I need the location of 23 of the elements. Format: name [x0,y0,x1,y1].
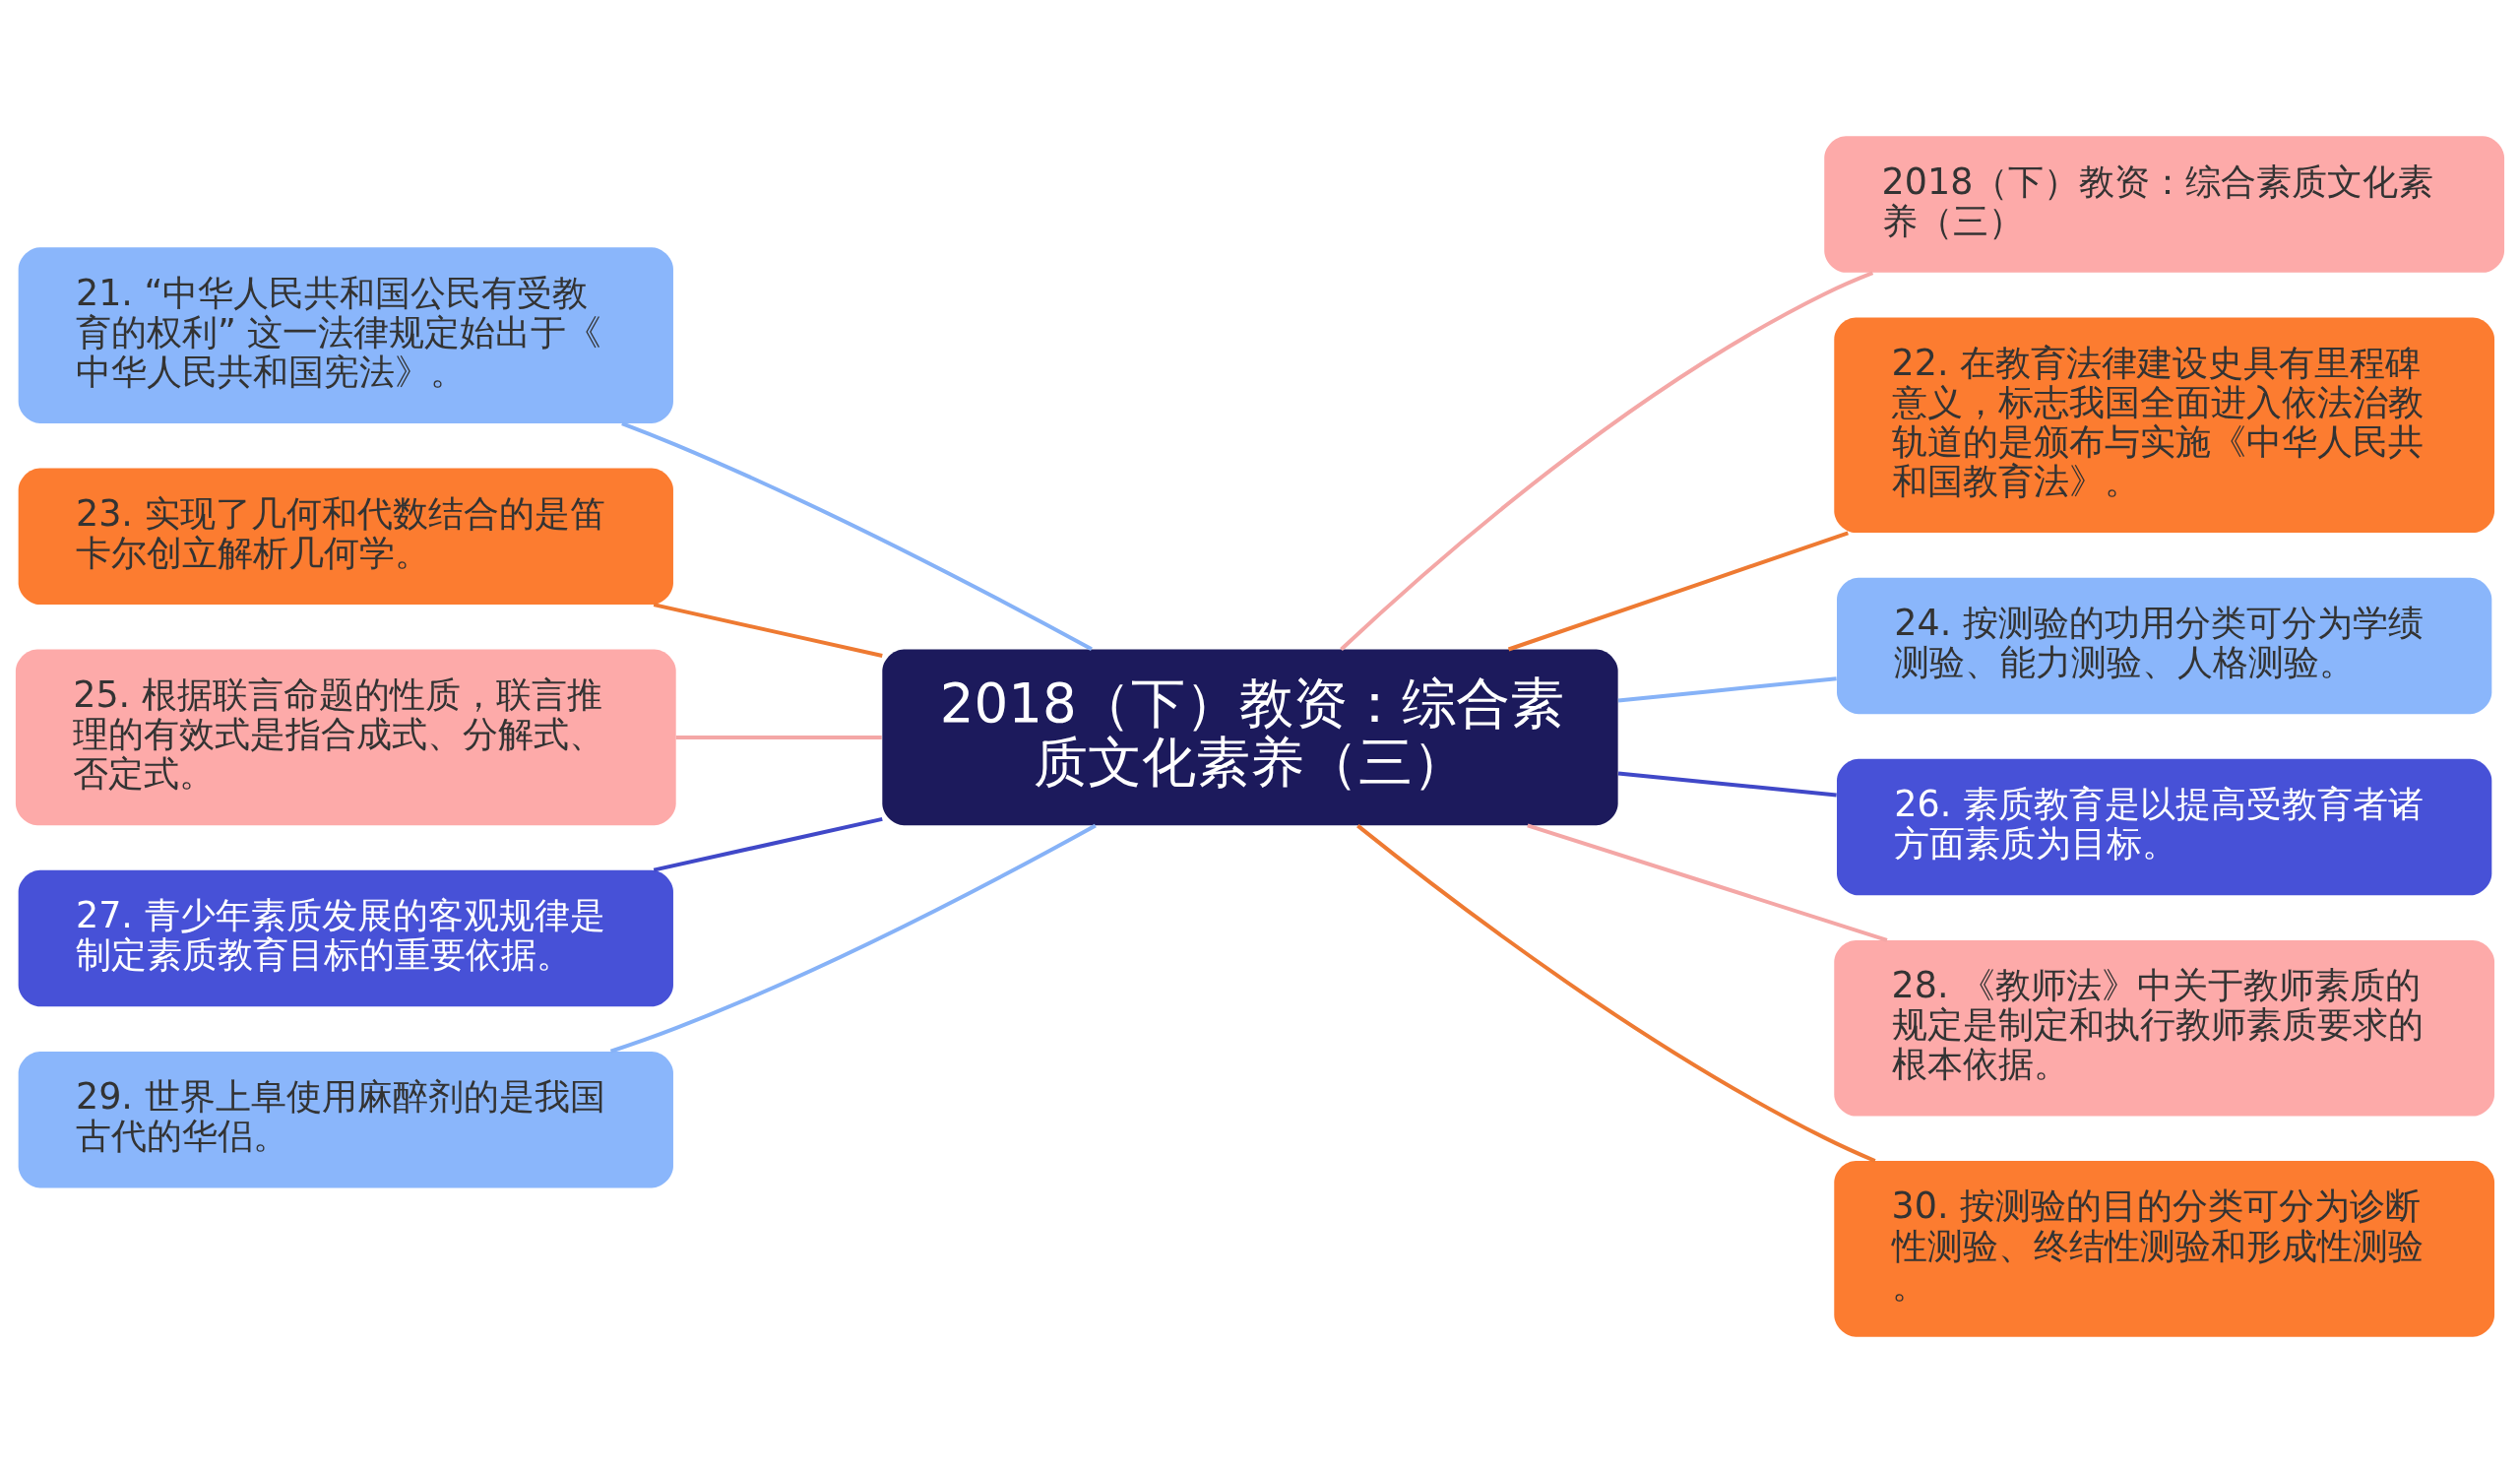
node-box: 22. 在教育法律建设史具有里程碑意义，标志我国全面进入依法治教轨道的是颁布与实施《中华人民共和国教育法》。 [1834,317,2495,534]
node-box: 23. 实现了几何和代数结合的是笛卡尔创立解析几何学。 [18,468,673,606]
connector [653,816,883,872]
node-box: 28. 《教师法》中关于教师素质的规定是制定和执行教师素质要求的根本依据。 [1834,939,2495,1117]
node-box: 29. 世界上阜使用麻醉剂的是我国古代的华侣。 [18,1051,673,1188]
connector [675,735,882,739]
connector [1617,771,1837,798]
connector [1617,676,1837,703]
connector [1340,271,1874,652]
node-box: 27. 青少年素质发展的客观规律是制定素质教育目标的重要依据。 [18,869,673,1007]
connector [1527,823,1888,942]
connector [653,603,883,658]
node-box: 30. 按测验的目的分类可分为诊断性测验、终结性测验和形成性测验。 [1834,1161,2495,1337]
connector [1507,531,1849,652]
node-box: 25. 根据联言命题的性质，联言推理的有效式是指合成式、分解式、否定式。 [15,649,676,826]
node-box: 21. “中华人民共和国公民有受教育的权利” 这一法律规定始出于《中华人民共和国宪法》。 [18,247,673,423]
connector [621,421,1093,652]
node-box: 2018（下）教资：综合素质文化素养（三） [1824,136,2505,273]
node-box: 24. 按测验的功用分类可分为学绩测验、能力测验、人格测验。 [1837,577,2492,715]
node-box: 26. 素质教育是以提高受教育者诸方面素质为目标。 [1837,758,2492,896]
connector [1356,824,1876,1163]
connector [609,823,1097,1054]
node-box: 2018（下）教资：综合素质文化素养（三） [882,649,1618,826]
